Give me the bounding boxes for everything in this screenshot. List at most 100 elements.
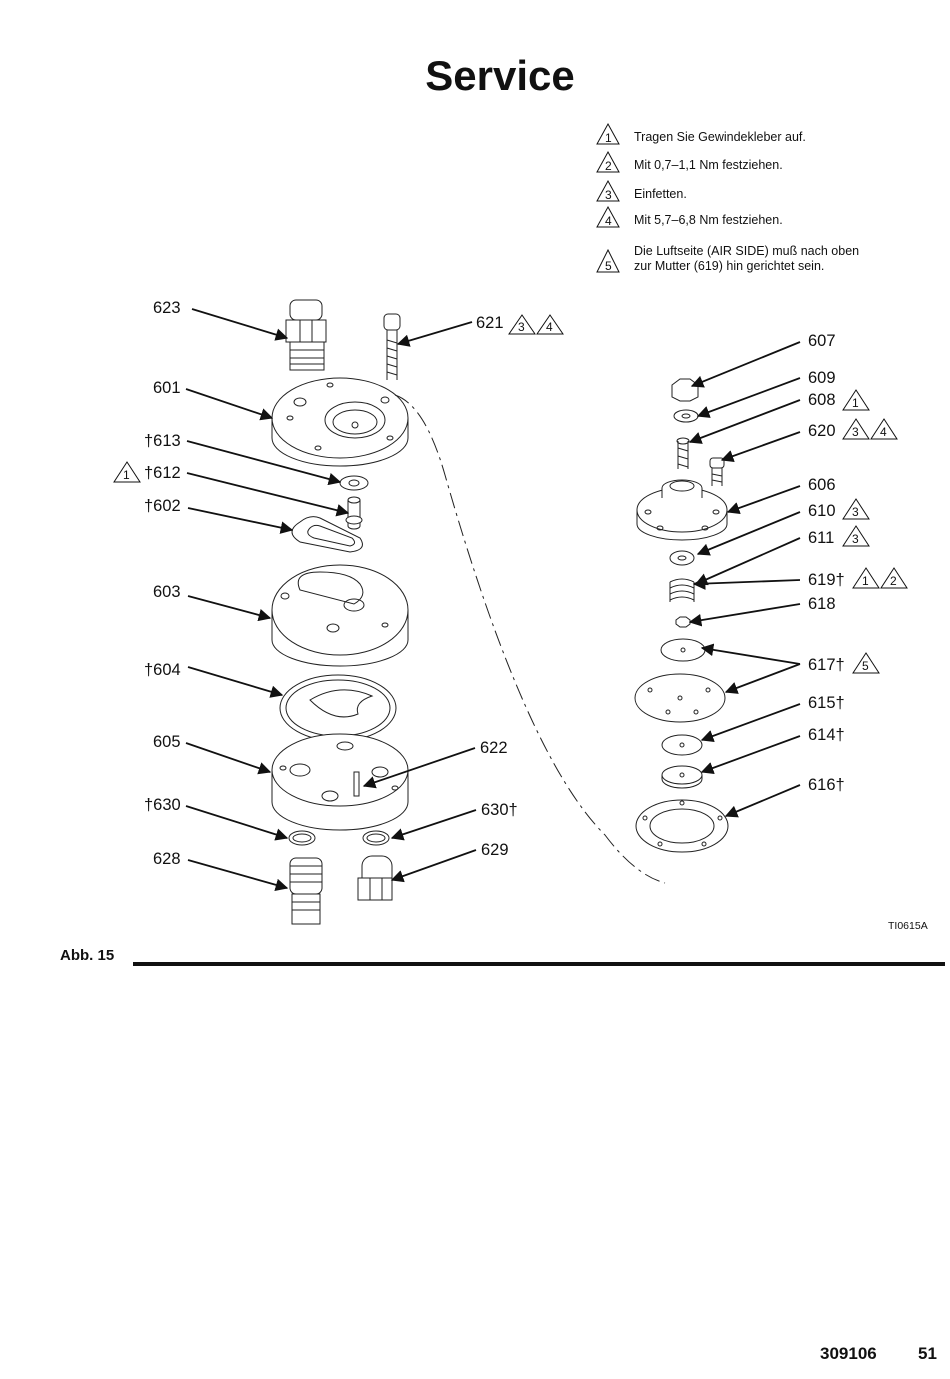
figure-reference: TI0615A — [888, 920, 928, 932]
callout-621: 621 — [476, 314, 504, 332]
svg-text:3: 3 — [852, 425, 859, 439]
warning-triangle-icon: 4 — [536, 314, 564, 335]
callout-609: 609 — [808, 369, 836, 387]
warning-triangle-icon: 5 — [852, 652, 880, 674]
callout-630-right: 630† — [481, 801, 518, 819]
legend-text: Einfetten. — [634, 187, 687, 201]
oring-630-right — [362, 830, 390, 846]
warning-triangle-icon: 2 — [880, 567, 908, 589]
callout-629: 629 — [481, 841, 509, 859]
disc-614 — [661, 734, 703, 756]
callout-605: 605 — [153, 733, 181, 751]
svg-text:4: 4 — [605, 214, 612, 228]
warning-triangle-icon: 1 — [852, 567, 880, 589]
warning-triangle-icon: 4 — [870, 418, 898, 440]
leader-lines — [185, 308, 801, 891]
page-number: 51 — [918, 1344, 937, 1363]
exploded-view-drawing: 623 621 601 †613 †612 †602 603 †604 605 … — [113, 299, 908, 925]
callout-614: 614† — [808, 726, 845, 744]
callout-619: 619† — [808, 571, 845, 589]
fitting-629 — [357, 855, 393, 901]
nut-618 — [675, 616, 691, 628]
callout-608: 608 — [808, 391, 836, 409]
callout-615: 615† — [808, 694, 845, 712]
callout-601: 601 — [153, 379, 181, 397]
callout-612: †612 — [144, 464, 181, 482]
fitting-628 — [289, 857, 323, 925]
callout-604: †604 — [144, 661, 181, 679]
svg-text:1: 1 — [862, 574, 869, 588]
callout-623: 623 — [153, 299, 181, 317]
washer-613 — [339, 475, 369, 491]
warning-triangle-icon: 1 — [842, 389, 870, 411]
screw-608 — [676, 437, 690, 469]
cap-606 — [636, 479, 728, 541]
callout-607: 607 — [808, 332, 836, 350]
warning-triangle-icon: 3 — [842, 418, 870, 440]
nut-607 — [671, 378, 699, 402]
warning-triangle-icon: 4 — [596, 205, 620, 228]
callout-613: †613 — [144, 432, 181, 450]
callout-620: 620 — [808, 422, 836, 440]
callout-611: 611 — [808, 529, 834, 547]
fitting-623 — [285, 299, 327, 371]
svg-text:5: 5 — [605, 259, 612, 273]
callout-602: †602 — [144, 497, 181, 515]
plate-601 — [271, 377, 409, 467]
warning-triangle-icon: 5 — [596, 248, 620, 273]
plate-617 — [660, 638, 706, 662]
svg-text:3: 3 — [852, 532, 859, 546]
warning-triangle-icon: 2 — [596, 150, 620, 173]
caption-divider — [133, 962, 945, 966]
svg-text:3: 3 — [518, 320, 525, 334]
callout-triangles: 3 4 1 1 3 4 3 3 1 2 5 — [113, 314, 908, 674]
body-605 — [271, 733, 409, 831]
callout-610: 610 — [808, 502, 836, 520]
svg-text:2: 2 — [890, 574, 897, 588]
svg-text:2: 2 — [605, 159, 612, 173]
legend-text: Tragen Sie Gewindekleber auf. — [634, 130, 806, 144]
callout-labels: 623 621 601 †613 †612 †602 603 †604 605 … — [144, 299, 845, 868]
svg-text:4: 4 — [880, 425, 887, 439]
gasket-616 — [635, 799, 729, 853]
svg-text:4: 4 — [546, 320, 553, 334]
callout-603: 603 — [153, 583, 181, 601]
warning-triangle-icon: 3 — [508, 314, 536, 335]
callout-628: 628 — [153, 850, 181, 868]
document-number: 309106 — [820, 1344, 877, 1363]
assembly-path — [394, 394, 666, 884]
plate-615 — [634, 673, 726, 723]
svg-text:1: 1 — [123, 468, 130, 482]
svg-text:1: 1 — [605, 131, 612, 145]
svg-text:5: 5 — [862, 659, 869, 673]
page-title: Service — [425, 52, 575, 99]
block-603 — [271, 564, 409, 667]
callout-617: 617† — [808, 656, 845, 674]
parts-illustration — [271, 299, 729, 925]
figure-caption: Abb. 15 — [60, 947, 115, 964]
ring-604 — [279, 674, 397, 742]
nut-609 — [673, 409, 699, 423]
legend-text: Mit 0,7–1,1 Nm festziehen. — [634, 158, 783, 172]
oring-630-left — [288, 830, 316, 846]
callout-622: 622 — [480, 739, 508, 757]
warning-triangle-icon: 3 — [842, 498, 870, 520]
svg-text:3: 3 — [605, 188, 612, 202]
warning-triangle-icon: 3 — [842, 525, 870, 547]
svg-text:1: 1 — [852, 396, 859, 410]
warning-triangle-icon: 1 — [596, 122, 620, 145]
callout-616: 616† — [808, 776, 845, 794]
warning-triangle-icon: 3 — [596, 179, 620, 202]
warning-triangle-icon: 1 — [113, 461, 141, 483]
legend-text-line1: Die Luftseite (AIR SIDE) muß nach oben — [634, 244, 860, 258]
screw-621 — [383, 313, 401, 380]
callout-606: 606 — [808, 476, 836, 494]
legend-text-line2: zur Mutter (619) hin gerichtet sein. — [634, 259, 825, 273]
spring-619 — [669, 578, 695, 602]
legend-text: Mit 5,7–6,8 Nm festziehen. — [634, 213, 783, 227]
screw-620 — [709, 457, 725, 486]
washer-611 — [669, 550, 695, 566]
svg-text:3: 3 — [852, 505, 859, 519]
bolt-612 — [345, 496, 363, 530]
callout-618: 618 — [808, 595, 836, 613]
